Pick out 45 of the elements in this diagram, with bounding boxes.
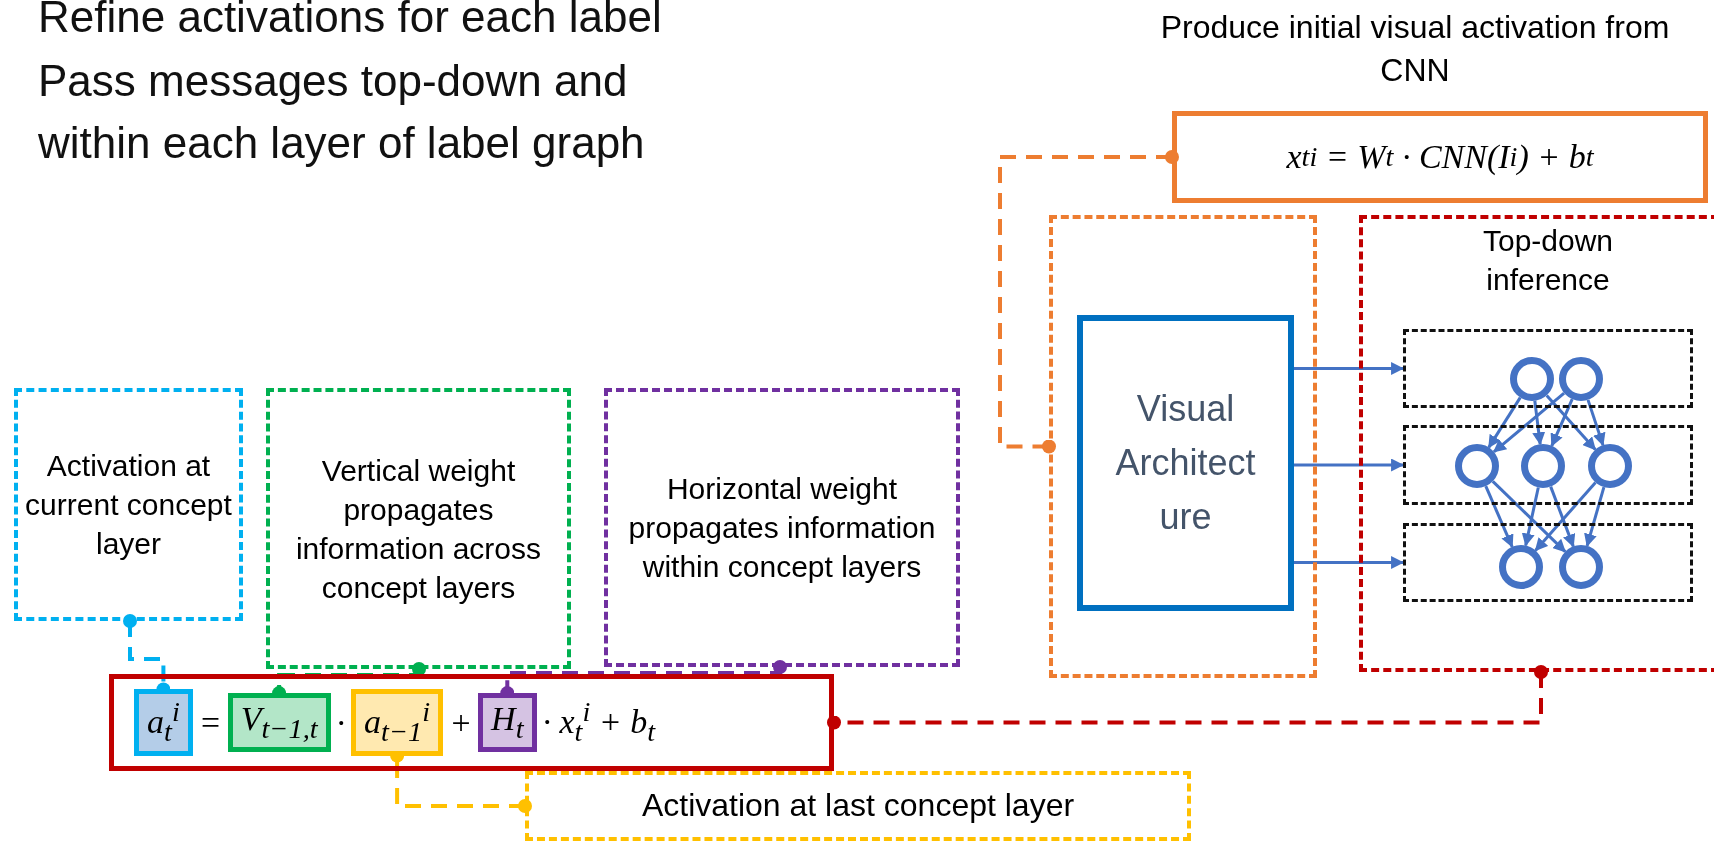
equation-text: + xyxy=(449,703,473,742)
caption-text: Pass messages top-down and within each layer of label graph xyxy=(38,55,646,169)
annotation-box: Activation at last concept layer xyxy=(525,771,1191,841)
arrow xyxy=(1294,556,1405,569)
arrow xyxy=(1550,398,1574,447)
neuron-circle xyxy=(1455,444,1499,488)
heading-text: Top-down inference xyxy=(1481,223,1615,298)
caption-text: Refine activations for each label xyxy=(38,0,663,43)
layer-box xyxy=(1403,523,1693,602)
arrow xyxy=(1532,400,1546,446)
arrow xyxy=(1584,486,1606,547)
dashed-group-box xyxy=(1359,215,1714,672)
neuron-circle xyxy=(1499,545,1543,589)
heading-text: Produce initial visual activation from CNN xyxy=(1159,8,1671,91)
arrow xyxy=(1549,486,1576,548)
equation-text: · xyxy=(336,703,346,742)
leader-line xyxy=(827,665,1548,730)
equation-text: = xyxy=(198,703,222,742)
equation-box xyxy=(109,674,834,771)
dashed-group-box xyxy=(1049,215,1317,678)
arrow xyxy=(1586,399,1606,447)
process-box: Visual Architect ure xyxy=(1077,315,1294,611)
arrow xyxy=(1492,391,1566,454)
arrow xyxy=(1487,396,1522,449)
equation-term: H$_{t}$ xyxy=(478,693,537,752)
neuron-circle xyxy=(1521,444,1565,488)
arrow xyxy=(1534,481,1597,552)
annotation-box: Horizontal weight propagates information within concept layers xyxy=(604,388,960,667)
annotation-box: Activation at current concept layer xyxy=(14,388,243,621)
neuron-circle xyxy=(1510,357,1554,401)
arrow xyxy=(1545,394,1597,451)
equation-text: · x$_{t}$$^{i}$ + b$_{t}$ xyxy=(542,696,656,749)
arrow xyxy=(1491,480,1567,553)
arrow xyxy=(1294,458,1405,472)
layer-box xyxy=(1403,425,1693,505)
arrow xyxy=(1484,485,1514,548)
layer-box xyxy=(1403,329,1693,408)
neuron-circle xyxy=(1559,357,1603,401)
arrow xyxy=(1294,362,1405,375)
leader-line xyxy=(998,150,1179,454)
equation-term: V$_{t−1,t}$ xyxy=(227,693,331,752)
neuron-circle xyxy=(1588,444,1632,488)
annotation-box: Vertical weight propagates information across concept layers xyxy=(266,388,571,669)
arrow xyxy=(1521,487,1540,547)
neuron-circle xyxy=(1559,545,1603,589)
